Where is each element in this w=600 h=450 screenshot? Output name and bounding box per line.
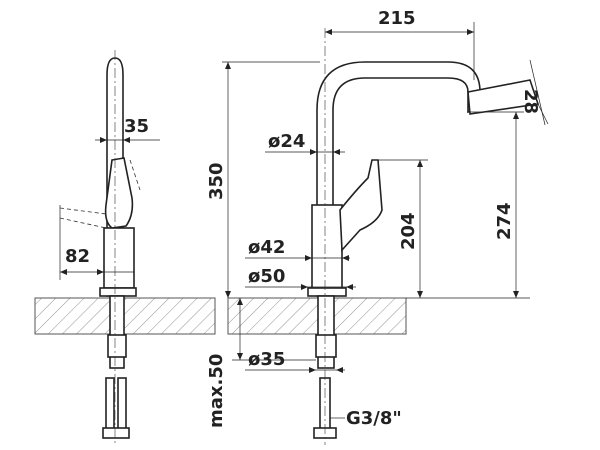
side-lever-dashed	[59, 159, 141, 229]
dim-base-diameter: ø24	[268, 131, 305, 152]
front-flange	[307, 287, 347, 297]
dim-side-width: 35	[124, 116, 149, 137]
side-lever	[104, 157, 134, 229]
dim-thread: G3/8"	[346, 408, 402, 429]
front-lever	[339, 159, 383, 252]
dim-outlet-height: 274	[494, 202, 515, 240]
front-nut	[315, 334, 337, 358]
side-base	[103, 227, 135, 289]
dim-hole-diameter: ø42	[248, 237, 285, 258]
dim-lever-reach: 82	[65, 246, 90, 267]
dim-projection: 215	[378, 8, 416, 29]
side-view: 35 82	[34, 50, 216, 445]
dim-max-counter: max.50	[206, 354, 227, 428]
side-hose-fitting	[102, 427, 130, 439]
dim-connector-diameter: ø35	[248, 349, 285, 370]
side-countertop	[34, 297, 216, 335]
front-countertop	[227, 297, 407, 335]
dim-lever-height: 204	[398, 212, 419, 250]
side-flange	[99, 287, 137, 297]
front-view: 215 28 ø24 350 204 274 ø42 ø50	[206, 8, 549, 445]
front-base	[311, 204, 343, 291]
dim-spout-height: 28	[520, 89, 541, 114]
dim-total-height: 350	[206, 162, 227, 200]
dim-flange-diameter: ø50	[248, 266, 285, 287]
side-hose-b	[117, 377, 127, 434]
side-hose-a	[105, 377, 115, 434]
side-nut	[107, 334, 127, 358]
